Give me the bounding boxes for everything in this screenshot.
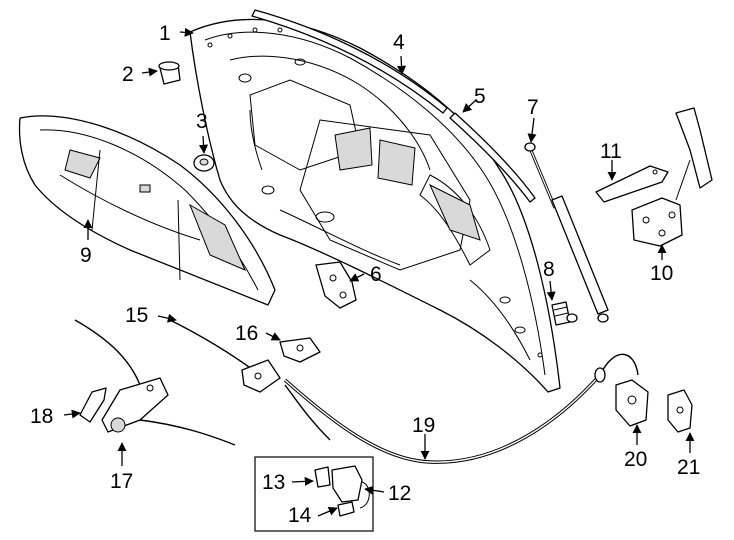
hood-insulator-pad xyxy=(18,115,276,306)
callout-9: 9 xyxy=(80,244,92,267)
callout-5: 5 xyxy=(474,85,486,108)
callout-labels: 1 2 3 4 5 6 7 8 9 10 11 12 13 14 15 16 1… xyxy=(30,22,700,527)
callout-10: 10 xyxy=(650,262,673,285)
hood-latch-bracket xyxy=(315,261,357,309)
leader-lines xyxy=(63,27,695,517)
inset-box xyxy=(254,456,374,532)
callout-6: 6 xyxy=(370,263,382,286)
hinge-reinforcement xyxy=(595,165,669,203)
fastener-14 xyxy=(337,501,355,517)
callout-7: 7 xyxy=(527,96,539,119)
clip-13 xyxy=(314,466,331,488)
callout-12: 12 xyxy=(388,482,411,505)
hood-front-seal xyxy=(251,9,448,114)
hood-bumper-stop xyxy=(158,61,181,85)
release-handle-assembly xyxy=(241,359,281,393)
callout-20: 20 xyxy=(624,448,647,471)
hood-release-cable xyxy=(74,319,639,464)
hood-hinge xyxy=(631,107,713,247)
cable-clip xyxy=(279,337,321,363)
callout-1: 1 xyxy=(159,22,171,45)
callout-18: 18 xyxy=(30,405,53,428)
hood-lift-strut xyxy=(524,142,609,323)
hood-latch xyxy=(101,377,169,433)
callout-19: 19 xyxy=(412,414,435,437)
secondary-latch xyxy=(615,379,649,427)
callout-4: 4 xyxy=(393,31,405,54)
callout-8: 8 xyxy=(543,258,555,281)
callout-2: 2 xyxy=(122,63,134,86)
callout-11: 11 xyxy=(600,140,622,163)
hood-adjuster-screw xyxy=(551,301,578,326)
callout-16: 16 xyxy=(235,322,258,345)
hood-striker xyxy=(667,389,693,433)
hood-grommet xyxy=(193,154,215,172)
release-handle xyxy=(79,387,107,423)
hood-panel xyxy=(189,18,561,393)
callout-3: 3 xyxy=(196,110,208,133)
callout-17: 17 xyxy=(110,470,133,493)
hood-rear-seal xyxy=(449,112,536,203)
callout-14: 14 xyxy=(288,504,312,527)
callout-15: 15 xyxy=(125,304,148,327)
latch-bracket-12 xyxy=(331,465,363,503)
callout-21: 21 xyxy=(677,456,700,479)
callout-13: 13 xyxy=(262,471,285,494)
